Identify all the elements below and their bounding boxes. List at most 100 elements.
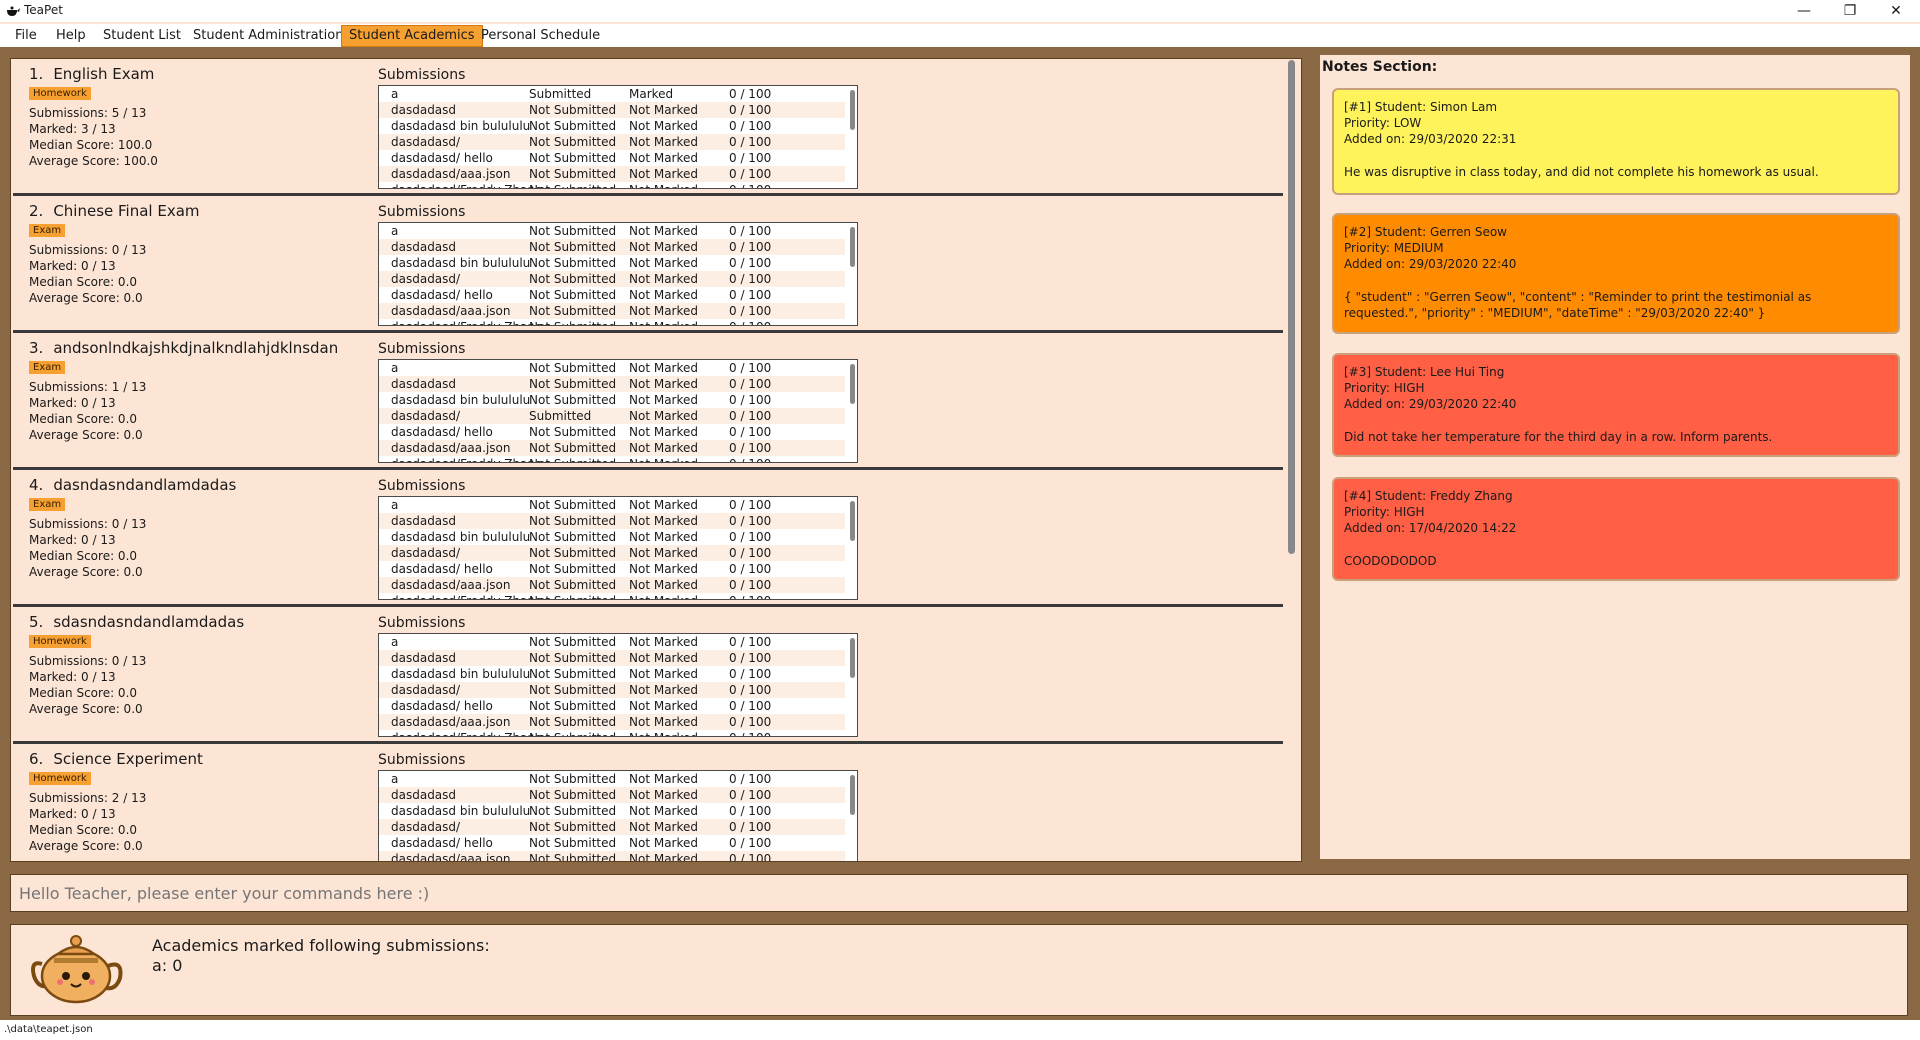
restore-button[interactable]: ❐ — [1843, 3, 1857, 19]
minimize-button[interactable]: — — [1797, 3, 1811, 19]
submissions-scrollbar[interactable] — [850, 775, 855, 815]
submission-cell: Not Submitted — [529, 256, 617, 270]
submission-cell: Not Submitted — [529, 730, 616, 736]
submission-cell: 0 / 100 — [729, 288, 772, 302]
submission-cell: 0 / 100 — [729, 103, 772, 117]
menu-student-administration[interactable]: Student Administration — [193, 28, 344, 43]
submission-cell: Marked — [629, 87, 674, 101]
submissions-scrollbar[interactable] — [850, 364, 855, 404]
submission-cell: 0 / 100 — [729, 456, 771, 462]
submission-cell: Not Marked — [629, 820, 698, 834]
submission-cell: dasdadasd/aaa.json — [391, 852, 511, 862]
submissions-heading: Submissions — [378, 341, 466, 357]
submission-cell: 0 / 100 — [729, 651, 772, 665]
assignment-type-tag: Exam — [29, 498, 66, 511]
assignment-type-tag: Exam — [29, 224, 66, 237]
note-content: COODODODOD — [1344, 554, 1437, 568]
submission-cell: 0 / 100 — [729, 546, 772, 560]
menu-student-academics[interactable]: Student Academics — [341, 25, 483, 47]
submission-cell: 0 / 100 — [729, 304, 772, 318]
menu-help[interactable]: Help — [56, 28, 86, 43]
submission-cell: Not Marked — [629, 456, 698, 462]
submissions-scrollbar[interactable] — [850, 227, 855, 267]
submission-cell: a — [391, 224, 399, 238]
menu-file[interactable]: File — [15, 28, 37, 43]
close-button[interactable]: ✕ — [1890, 3, 1902, 19]
submission-cell: Not Marked — [629, 498, 698, 512]
submission-cell: 0 / 100 — [729, 836, 772, 850]
academics-scrollbar[interactable] — [1288, 60, 1295, 554]
submission-cell: 0 / 100 — [729, 151, 772, 165]
result-display — [10, 924, 1908, 1016]
menu-personal-schedule[interactable]: Personal Schedule — [481, 28, 601, 43]
command-input[interactable] — [17, 878, 1901, 908]
submissions-scrollbar[interactable] — [850, 638, 855, 678]
menu-student-list[interactable]: Student List — [103, 28, 182, 43]
submissions-scrollbar[interactable] — [850, 90, 855, 130]
submission-cell: dasdadasd/ — [391, 409, 461, 423]
submissions-scrollbar[interactable] — [850, 501, 855, 541]
submission-cell: Not Marked — [629, 167, 698, 181]
submission-cell: Not Submitted — [529, 852, 617, 862]
submission-cell: Not Marked — [629, 804, 698, 818]
